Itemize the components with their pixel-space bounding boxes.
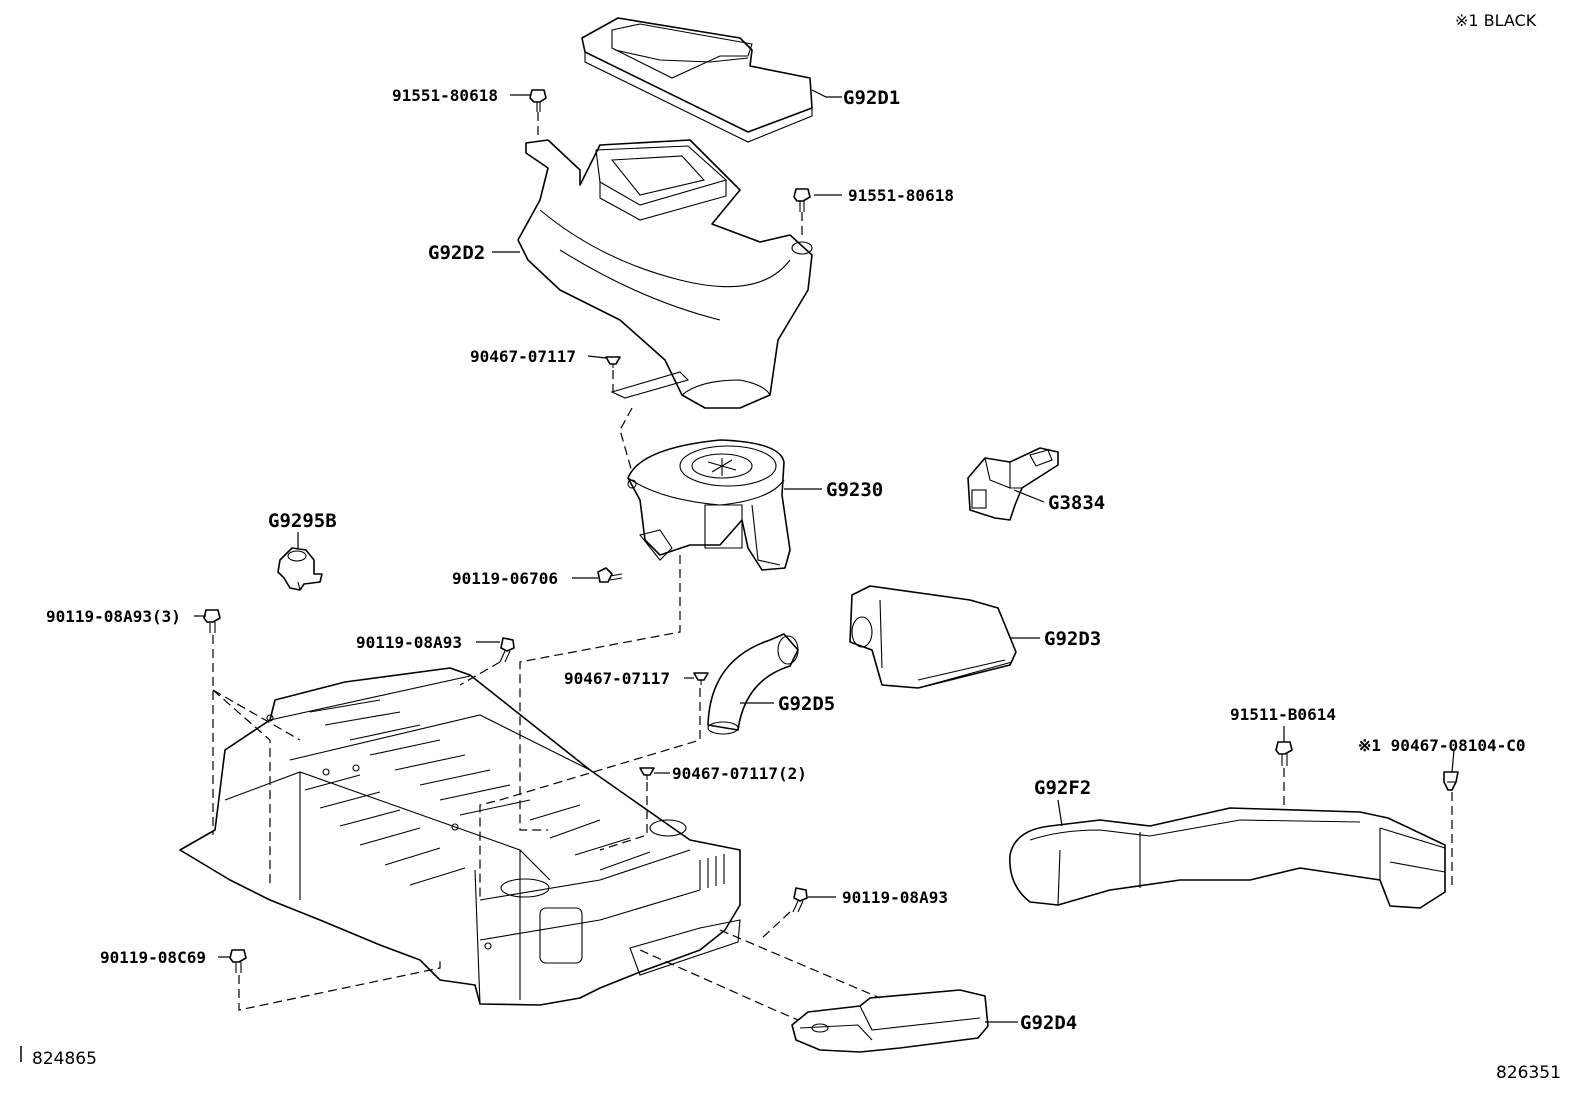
label-duct-g92d4: G92D4: [1020, 1012, 1077, 1034]
bolt-icon-lower-left[interactable]: [229, 949, 247, 973]
label-bolt-top: 91551-80618: [392, 86, 498, 105]
clip-icon-mid[interactable]: [693, 672, 709, 685]
label-bolt-blower: 90119-06706: [452, 569, 558, 588]
screw-icon-right[interactable]: [1275, 741, 1293, 766]
blower-g9230[interactable]: [627, 439, 791, 571]
label-clip-black: ※1 90467-08104-C0: [1358, 736, 1526, 755]
duct-g92d4[interactable]: [791, 989, 989, 1053]
clip-icon-black[interactable]: [1443, 771, 1459, 791]
label-clip-mid: 90467-07117: [564, 669, 670, 688]
footer-right-id: 826351: [1496, 1063, 1561, 1083]
bolt-icon-lower-right[interactable]: [792, 887, 808, 913]
duct-g92d3[interactable]: [849, 585, 1017, 689]
duct-g92d5[interactable]: [707, 633, 799, 735]
label-duct-g92f2: G92F2: [1034, 777, 1091, 799]
label-bolt-mid: 90119-08A93: [356, 633, 462, 652]
assembly-lines: [212, 112, 1453, 1021]
label-clip-upper: 90467-07117: [470, 347, 576, 366]
label-bolt-lower-right: 90119-08A93: [842, 888, 948, 907]
leader-lines: [194, 89, 1455, 1023]
label-relay-g9295b: G9295B: [268, 510, 337, 532]
bolt-icon-left[interactable]: [203, 609, 221, 633]
note-black: ※1 BLACK: [1455, 11, 1537, 30]
battery-cell-slots: [304, 699, 651, 886]
duct-g92f2[interactable]: [1009, 807, 1446, 909]
label-sensor-g3834: G3834: [1048, 492, 1105, 514]
label-bolt-left-x3: 90119-08A93(3): [46, 607, 181, 626]
label-duct-g92d5: G92D5: [778, 693, 835, 715]
clip-icon-upper[interactable]: [605, 356, 621, 368]
label-blower-g9230: G9230: [826, 479, 883, 501]
label-duct-g92d2: G92D2: [428, 242, 485, 264]
label-screw-right: 91511-B0614: [1230, 705, 1336, 724]
relay-g9295b[interactable]: [277, 547, 323, 591]
label-clip-x2: 90467-07117(2): [672, 764, 807, 783]
footer-left-id: 824865: [32, 1049, 97, 1069]
bolt-icon-blower[interactable]: [597, 567, 623, 583]
bolt-icon-top[interactable]: [529, 89, 547, 112]
bolt-icon-right[interactable]: [793, 188, 811, 212]
duct-g92d2[interactable]: [517, 139, 813, 409]
label-duct-g92d3: G92D3: [1044, 628, 1101, 650]
clip-icon-x2[interactable]: [639, 767, 655, 780]
cover-g92d1[interactable]: [581, 17, 813, 143]
sensor-g3834[interactable]: [967, 447, 1059, 521]
bolt-icon-mid[interactable]: [499, 637, 515, 663]
label-bolt-right: 91551-80618: [848, 186, 954, 205]
label-bolt-lower-left: 90119-08C69: [100, 948, 206, 967]
battery-pack[interactable]: [179, 667, 741, 1006]
label-cover-g92d1: G92D1: [843, 87, 900, 109]
